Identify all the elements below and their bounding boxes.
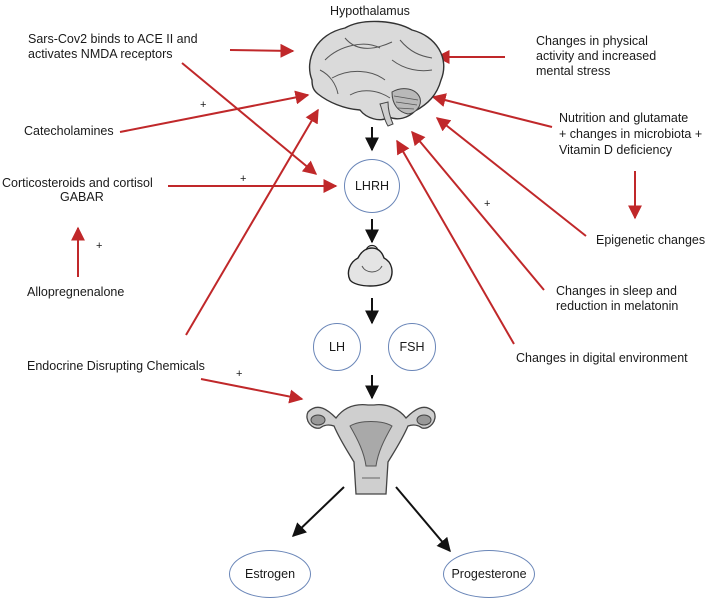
sleep-label-line2: reduction in melatonin [556, 299, 679, 313]
arrow-endocrine-to-hypothalamus [185, 108, 319, 336]
lh-node: LH [313, 323, 361, 371]
cortico-label-line2: GABAR [60, 190, 104, 204]
nutrition-label-line2: + changes in microbiota + [559, 127, 703, 141]
arrow-epigenetic-to-hypothalamus [435, 117, 587, 237]
arrow-nutrition-to-hypothalamus [431, 93, 553, 128]
digital-label: Changes in digital environment [516, 351, 688, 365]
arrow-sars-to-hypothalamus [229, 43, 295, 58]
arrow-sars-to-lhrh [181, 62, 318, 175]
sars-label-line2: activates NMDA receptors [28, 47, 173, 61]
arrow-digital-to-hypothalamus [396, 139, 515, 345]
arrow-sleep-to-hypothalamus [411, 130, 545, 291]
plus-sleep: + [484, 198, 491, 210]
sars-label-line1: Sars-Cov2 binds to ACE II and [28, 32, 198, 46]
physical-label-line2: activity and increased [536, 49, 657, 63]
physical-label-line3: mental stress [536, 64, 611, 78]
plus-allo: + [96, 240, 103, 252]
progesterone-node: Progesterone [443, 550, 535, 598]
catecholamines-label: Catecholamines [24, 124, 114, 138]
uterus-icon [306, 404, 436, 495]
epigenetic-label: Epigenetic changes [596, 233, 706, 247]
physical-label-line1: Changes in physical [536, 34, 648, 48]
nutrition-label-line1: Nutrition and glutamate [559, 111, 689, 125]
fsh-node: FSH [388, 323, 436, 371]
arrow-uterus-to-estrogen [291, 486, 345, 537]
cortico-label-line1: Corticosteroids and cortisol [2, 176, 153, 190]
arrow-catecholamines-to-hypothalamus [119, 90, 310, 133]
nutrition-label-line3: Vitamin D deficiency [559, 143, 673, 157]
pituitary-icon [347, 244, 393, 287]
plus-endocrine: + [236, 368, 243, 380]
arrow-uterus-to-progesterone [395, 486, 451, 553]
lhrh-node: LHRH [344, 159, 400, 213]
plus-catecholamines: + [200, 99, 207, 111]
plus-cortico: + [240, 173, 247, 185]
brain-icon [308, 20, 445, 127]
estrogen-node: Estrogen [229, 550, 311, 598]
sleep-label-line1: Changes in sleep and [556, 284, 677, 298]
allopregnenalone-label: Allopregnenalone [27, 285, 125, 299]
arrow-endocrine-to-uterus [200, 378, 304, 404]
hypothalamus-label: Hypothalamus [330, 4, 410, 18]
endocrine-label: Endocrine Disrupting Chemicals [27, 359, 205, 373]
